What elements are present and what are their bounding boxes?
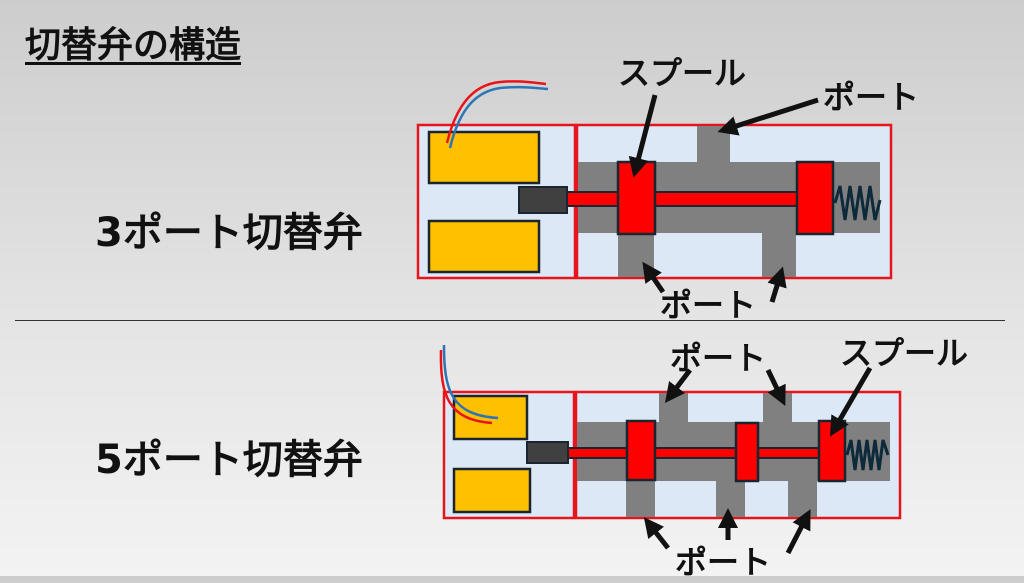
spring-icon: [833, 185, 882, 221]
arrows: [628, 94, 819, 303]
arrows: [643, 366, 873, 555]
valve-3port-title: 3ポート切替弁: [95, 210, 363, 256]
coil-top: [427, 130, 541, 185]
wire-red: [439, 349, 493, 425]
divider: [15, 320, 1005, 321]
label-port-bottom-5port: ポート: [675, 543, 772, 581]
wire-red: [445, 80, 547, 144]
label-port-top-3port: ポート: [823, 78, 920, 116]
valve-5port-title: 5ポート切替弁: [95, 437, 363, 483]
page-title: 切替弁の構造: [25, 25, 242, 66]
coil-bottom: [452, 467, 532, 514]
valve-5port-diagram: [439, 344, 902, 555]
label-spool-5port: スプール: [840, 334, 969, 372]
label-port-bottom-3port: ポート: [660, 286, 757, 324]
spring-icon: [845, 439, 890, 471]
valve-3port-diagram: [416, 80, 893, 303]
spool-land: [625, 419, 657, 482]
plunger: [518, 186, 568, 214]
spool-land: [734, 421, 760, 483]
wire-blue: [442, 344, 499, 420]
plunger: [526, 441, 569, 464]
spool-land: [795, 160, 835, 236]
spool-rod: [566, 191, 800, 207]
label-spool-3port: スプール: [618, 54, 747, 92]
wire-blue: [448, 85, 549, 149]
spool-land: [616, 160, 657, 236]
spool-land: [817, 419, 847, 483]
label-port-top-5port: ポート: [670, 339, 767, 377]
coil-bottom: [427, 219, 541, 274]
spool-rod: [567, 447, 822, 459]
